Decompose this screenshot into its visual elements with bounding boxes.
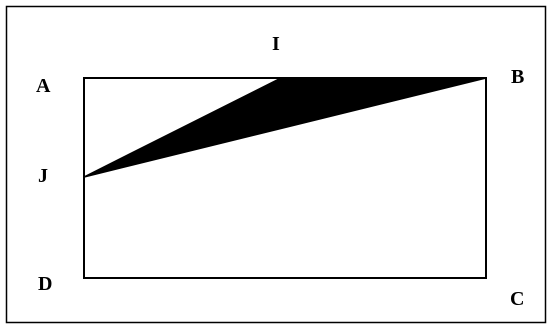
label-j: J bbox=[38, 165, 48, 187]
label-d: D bbox=[38, 273, 52, 295]
label-i: I bbox=[272, 33, 280, 55]
label-b: B bbox=[511, 66, 524, 88]
shaded-triangle-jib bbox=[83, 77, 487, 178]
label-c: C bbox=[510, 288, 524, 310]
outer-frame bbox=[5, 5, 547, 324]
label-a: A bbox=[36, 75, 51, 97]
